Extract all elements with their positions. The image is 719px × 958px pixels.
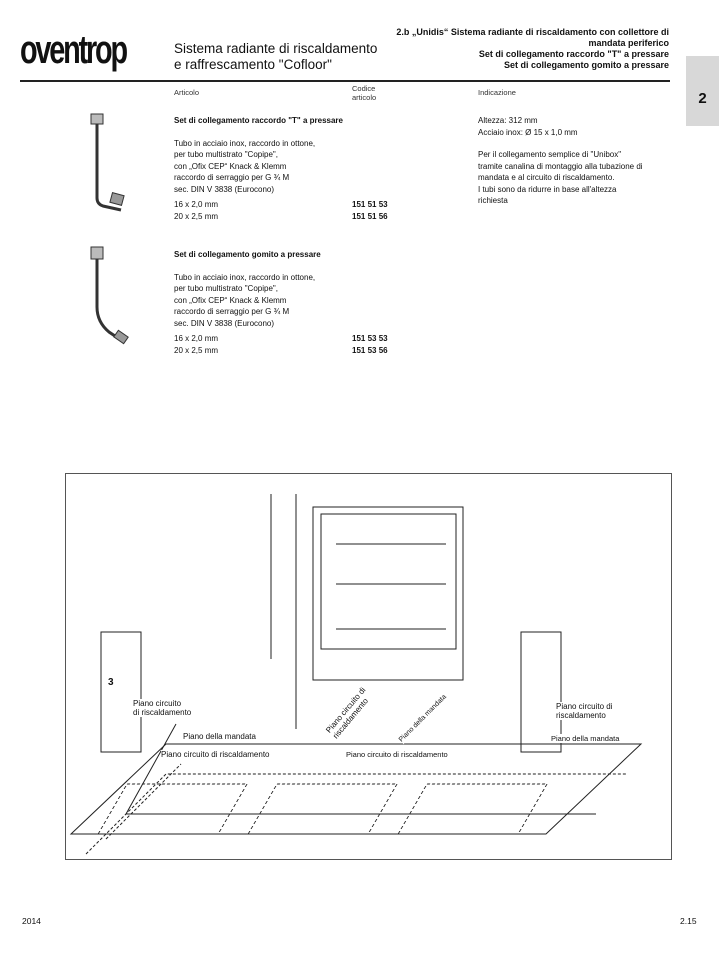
description-line: con „Ofix CEP“ Knack & Klemm <box>174 295 287 305</box>
section-title: 2.b „Unidis“ Sistema radiante di riscald… <box>396 27 669 71</box>
indication-text: Altezza: 312 mm Acciaio inox: Ø 15 x 1,0… <box>478 115 678 207</box>
indication-line: mandata e al circuito di riscaldamento. <box>478 173 615 182</box>
oventrop-logo: oventrop <box>20 28 128 72</box>
label-line: Piano circuito <box>133 699 182 708</box>
code-line: articolo <box>352 93 377 102</box>
column-article: Articolo <box>174 88 200 97</box>
section-line: mandata periferico <box>588 38 669 48</box>
variant-code: 151 53 56 <box>352 345 388 355</box>
footer-year: 2014 <box>22 916 41 926</box>
description-line: per tubo multistrato "Copipe", <box>174 150 278 159</box>
t-fitting-image <box>90 113 125 212</box>
variant-row: 16 x 2,0 mm 151 53 53 <box>174 333 464 345</box>
elbow-fitting-image <box>90 246 129 345</box>
label-left-floor: Piano circuito di riscaldamento <box>161 750 270 759</box>
description-line: sec. DIN V 3838 (Eurocono) <box>174 318 275 328</box>
section-line: Set di collegamento gomito a pressare <box>503 60 669 70</box>
diagram-drawing <box>69 494 643 855</box>
indication-line: I tubi sono da ridurre in base all'altez… <box>478 184 617 194</box>
label-center-floor: Piano circuito di riscaldamento <box>346 750 448 759</box>
label-right-supply: Piano della mandata <box>551 734 620 743</box>
chapter-tab <box>686 56 719 126</box>
product-t-fitting: Set di collegamento raccordo "T" a press… <box>174 115 464 222</box>
variant-row: 20 x 2,5 mm 151 53 56 <box>174 345 464 357</box>
header-divider <box>20 80 670 82</box>
subtitle-line: Sistema radiante di riscaldamento <box>174 41 378 56</box>
footer-page-number: 2.15 <box>680 916 697 926</box>
column-indication: Indicazione <box>478 88 516 97</box>
product-title: Set di collegamento gomito a pressare <box>174 250 321 259</box>
callout-number: 3 <box>108 677 114 688</box>
label-line: Piano circuito di <box>556 702 613 711</box>
description-line: raccordo di serraggio per G ¾ M <box>174 307 290 316</box>
indication-line: Per il collegamento semplice di "Unibox" <box>478 150 622 159</box>
code-line: Codice <box>352 84 376 93</box>
subtitle-line: e raffrescamento "Cofloor" <box>174 57 332 72</box>
label-left-supply: Piano della mandata <box>183 732 256 741</box>
variant-size: 16 x 2,0 mm <box>174 334 219 343</box>
description-line: per tubo multistrato "Copipe", <box>174 284 278 293</box>
description-line: raccordo di serraggio per G ¾ M <box>174 173 290 182</box>
variant-code: 151 51 53 <box>352 200 388 209</box>
product-title: Set di collegamento raccordo "T" a press… <box>174 116 343 125</box>
document-subtitle: Sistema radiante di riscaldamento e raff… <box>174 41 377 73</box>
description-line: con „Ofix CEP“ Knack & Klemm <box>174 161 287 171</box>
label-line: di riscaldamento <box>133 708 192 717</box>
section-line: Set di collegamento raccordo "T" a press… <box>478 49 669 59</box>
product-elbow-fitting: Set di collegamento gomito a pressare Tu… <box>174 249 464 356</box>
variant-row: 20 x 2,5 mm 151 51 56 <box>174 211 464 223</box>
description-line: Tubo in acciaio inox, raccordo in ottone… <box>174 272 316 282</box>
variant-size: 16 x 2,0 mm <box>174 200 219 209</box>
variant-size: 20 x 2,5 mm <box>174 211 219 221</box>
chapter-number: 2 <box>698 90 707 107</box>
indication-line: Altezza: 312 mm <box>478 116 538 125</box>
indication-line: Acciaio inox: Ø 15 x 1,0 mm <box>478 127 578 137</box>
variant-row: 16 x 2,0 mm 151 51 53 <box>174 199 464 211</box>
description-line: Tubo in acciaio inox, raccordo in ottone… <box>174 138 316 148</box>
description-line: sec. DIN V 3838 (Eurocono) <box>174 184 275 194</box>
variant-code: 151 53 53 <box>352 334 388 343</box>
variant-size: 20 x 2,5 mm <box>174 345 219 355</box>
indication-line: richiesta <box>478 196 508 205</box>
label-line: riscaldamento <box>556 711 606 720</box>
variant-code: 151 51 56 <box>352 211 388 221</box>
section-line: 2.b „Unidis“ Sistema radiante di riscald… <box>396 27 669 37</box>
indication-line: tramite canalina di montaggio alla tubaz… <box>478 161 643 171</box>
